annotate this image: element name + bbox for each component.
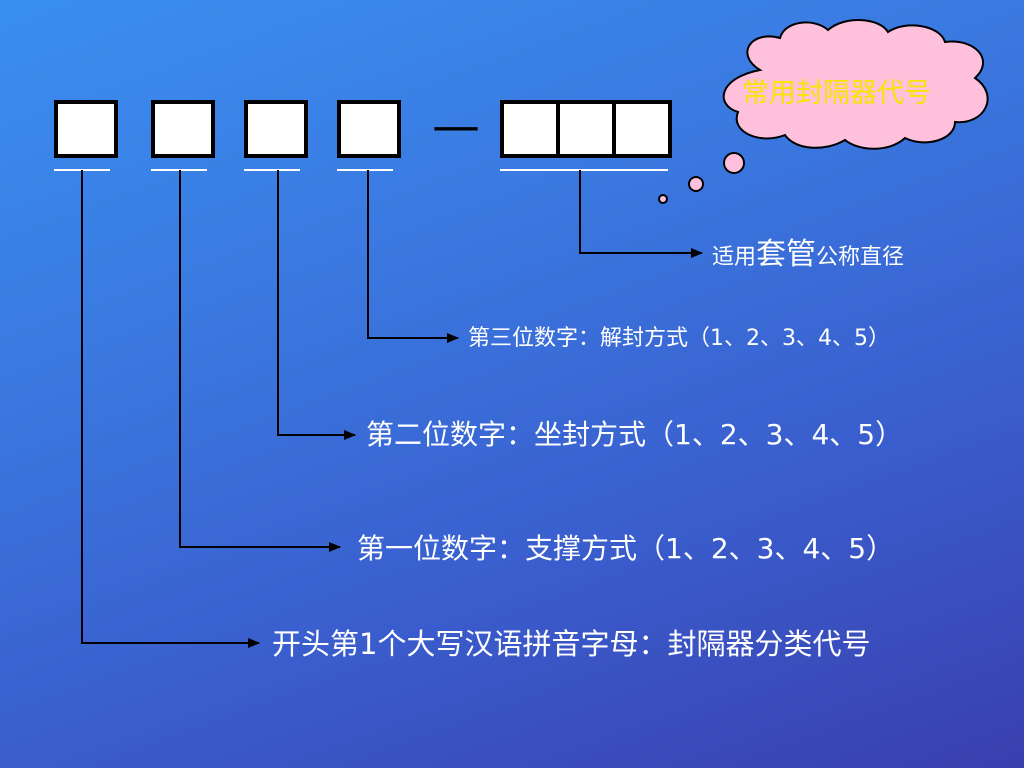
- code-separator: —: [432, 98, 480, 154]
- leader-first-digit: [179, 170, 341, 552]
- label-diameter: 适用套管公称直径: [712, 240, 904, 270]
- code-box-digit-1: [151, 100, 215, 158]
- code-box-diameter-3: [612, 100, 672, 158]
- label-first-letter: 开头第1个大写汉语拼音字母：封隔器分类代号: [272, 627, 871, 661]
- leader-diameter: [579, 170, 703, 258]
- thought-cloud: [658, 19, 989, 204]
- code-box-letter: [54, 100, 118, 158]
- label-diameter-emph: 套管: [756, 237, 817, 272]
- leader-second-digit: [277, 170, 356, 440]
- code-box-diameter-2: [556, 100, 616, 158]
- code-box-diameter-1: [500, 100, 560, 158]
- label-third-digit: 第三位数字：解封方式（1、2、3、4、5）: [468, 326, 890, 351]
- label-second-digit: 第二位数字：坐封方式（1、2、3、4、5）: [366, 418, 904, 451]
- leader-third-digit: [367, 170, 459, 343]
- label-first-digit: 第一位数字：支撑方式（1、2、3、4、5）: [357, 532, 895, 565]
- code-boxes: [54, 100, 672, 158]
- code-box-digit-3: [337, 100, 401, 158]
- leader-lines: [81, 170, 703, 648]
- label-diameter-prefix: 适用: [712, 245, 757, 270]
- callout-text: 常用封隔器代号: [742, 78, 931, 109]
- leader-first-letter: [81, 170, 260, 648]
- code-box-digit-2: [244, 100, 308, 158]
- label-diameter-suffix: 公称直径: [816, 245, 905, 270]
